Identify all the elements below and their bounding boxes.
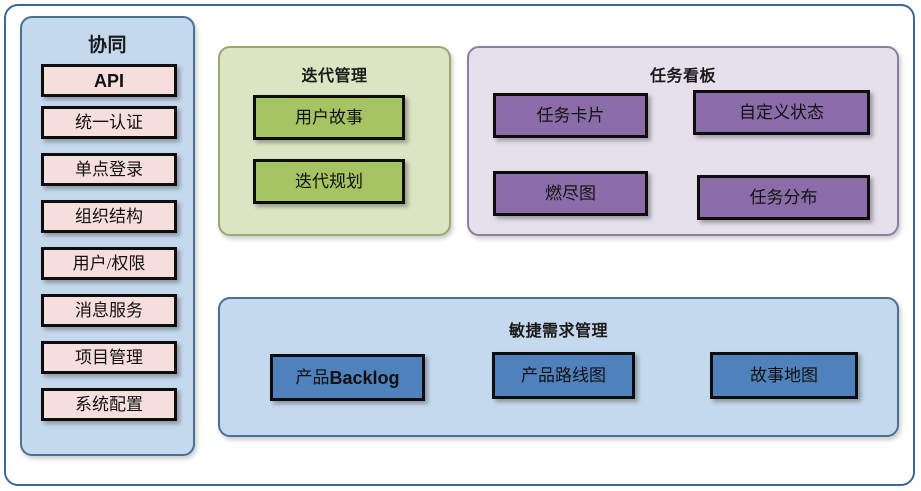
collaboration-item-system-config[interactable]: 系统配置: [41, 388, 177, 421]
task-board-item-task-card[interactable]: 任务卡片: [493, 93, 648, 138]
collaboration-panel[interactable]: 协同 API 统一认证 单点登录 组织结构 用户/权限 消息服务 项目管理 系统…: [20, 16, 195, 456]
task-board-panel[interactable]: 任务看板 任务卡片 自定义状态 燃尽图 任务分布: [467, 46, 899, 236]
agile-item-story-map[interactable]: 故事地图: [710, 352, 858, 399]
iteration-management-panel[interactable]: 迭代管理 用户故事 迭代规划: [218, 46, 451, 236]
iteration-management-panel-title: 迭代管理: [301, 66, 368, 85]
task-board-panel-title: 任务看板: [649, 66, 716, 85]
agile-item-product-roadmap[interactable]: 产品路线图: [492, 352, 635, 399]
collaboration-item-message-service[interactable]: 消息服务: [41, 294, 177, 327]
task-board-item-task-distribution[interactable]: 任务分布: [697, 175, 870, 220]
iteration-item-user-story[interactable]: 用户故事: [253, 95, 405, 140]
agile-item-product-backlog-cjk: 产品: [295, 368, 330, 387]
agile-item-product-backlog-latin: Backlog: [329, 367, 400, 388]
collaboration-item-sso[interactable]: 单点登录: [41, 153, 177, 186]
collaboration-panel-title: 协同: [87, 34, 127, 56]
collaboration-item-org-structure[interactable]: 组织结构: [41, 200, 177, 233]
task-board-item-burndown-chart[interactable]: 燃尽图: [493, 171, 648, 216]
collaboration-item-user-permission[interactable]: 用户/权限: [41, 247, 177, 280]
task-board-item-custom-status[interactable]: 自定义状态: [693, 90, 870, 135]
collaboration-item-project-management[interactable]: 项目管理: [41, 341, 177, 374]
collaboration-item-api[interactable]: API: [41, 64, 177, 97]
collaboration-item-unified-auth[interactable]: 统一认证: [41, 106, 177, 139]
agile-requirements-panel-title: 敏捷需求管理: [508, 321, 608, 340]
iteration-item-iteration-planning[interactable]: 迭代规划: [253, 159, 405, 204]
